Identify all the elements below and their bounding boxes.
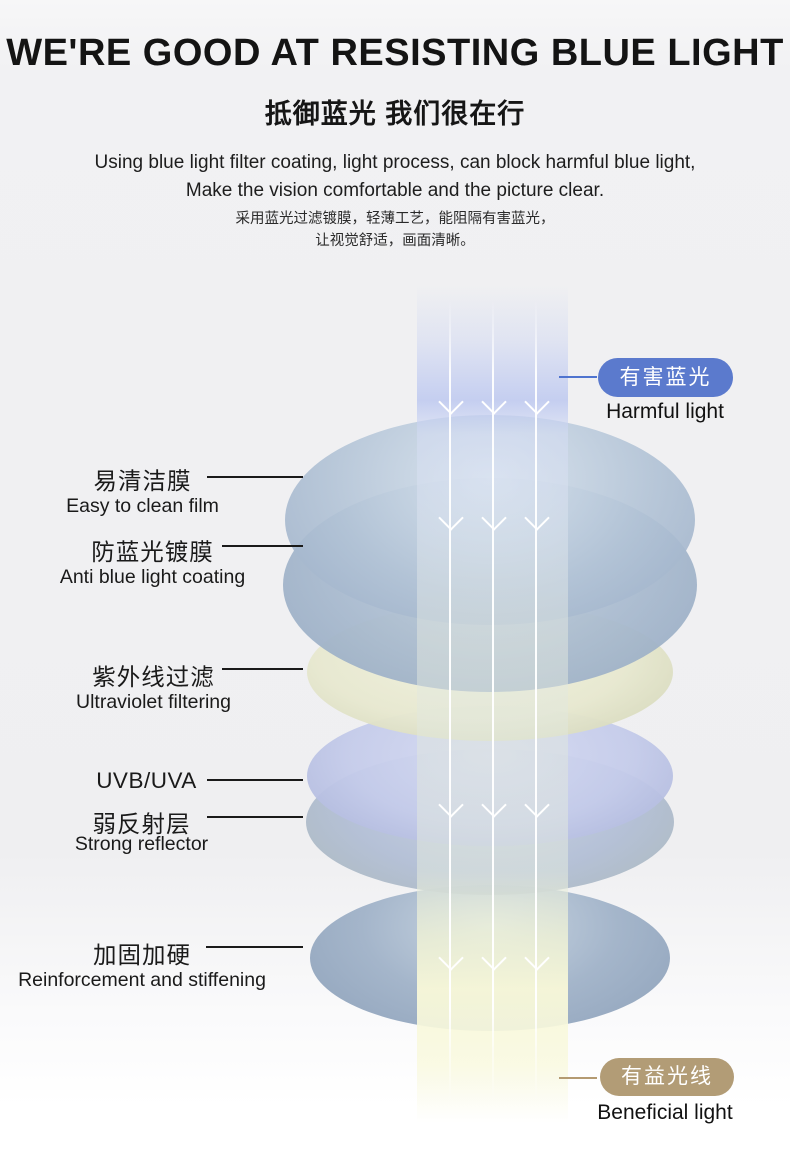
beneficial-light-label: Beneficial light — [597, 1101, 733, 1124]
connector-line — [207, 779, 303, 781]
light-ray-line — [449, 300, 451, 1105]
description-en: Using blue light filter coating, light p… — [0, 149, 790, 205]
beneficial-light-badge: 有益光线 — [600, 1058, 734, 1096]
label-en: Reinforcement and stiffening — [18, 969, 266, 991]
connector-line-harmful — [559, 376, 597, 378]
label-en: Easy to clean film — [66, 495, 219, 517]
description-cn-line2: 让视觉舒适，画面清晰。 — [315, 233, 475, 249]
label-cn: UVB/UVA — [96, 768, 197, 793]
harmful-light-badge: 有害蓝光 — [598, 358, 733, 397]
description-cn: 采用蓝光过滤镀膜，轻薄工艺，能阻隔有害蓝光， 让视觉舒适，画面清晰。 — [0, 208, 790, 252]
connector-line — [207, 816, 303, 818]
label-cn: 弱反射层 — [92, 811, 191, 837]
description-cn-line1: 采用蓝光过滤镀膜，轻薄工艺，能阻隔有害蓝光， — [235, 211, 555, 227]
label-en: Strong reflector — [74, 833, 209, 855]
harmful-light-label: Harmful light — [606, 400, 724, 423]
connector-line — [222, 545, 303, 547]
label-cn: 紫外线过滤 — [92, 664, 215, 690]
light-ray-line — [492, 300, 494, 1105]
connector-line — [206, 946, 303, 948]
subtitle-cn: 抵御蓝光 我们很在行 — [264, 99, 526, 129]
connector-line-beneficial — [559, 1077, 597, 1079]
label-en: Anti blue light coating — [59, 566, 246, 588]
description-en-line2: Make the vision comfortable and the pict… — [185, 180, 605, 201]
connector-line — [207, 476, 303, 478]
page-title: WE'RE GOOD AT RESISTING BLUE LIGHT — [6, 32, 784, 74]
label-cn: 防蓝光镀膜 — [91, 539, 214, 565]
label-en: Ultraviolet filtering — [76, 691, 231, 713]
light-ray-line — [535, 300, 537, 1105]
label-uv-filter: 紫外线过滤 Ultraviolet filtering — [26, 658, 281, 714]
label-weak-reflector: 弱反射层 Strong reflector — [14, 805, 269, 856]
label-uvb-uva: UVB/UVA — [19, 768, 274, 793]
label-reinforcement: 加固加硬 Reinforcement and stiffening — [2, 936, 282, 992]
description-en-line1: Using blue light filter coating, light p… — [94, 152, 696, 173]
label-cn: 易清洁膜 — [93, 468, 192, 494]
label-anti-blue-coating: 防蓝光镀膜 Anti blue light coating — [25, 533, 280, 589]
label-cn: 加固加硬 — [93, 942, 191, 968]
connector-line — [222, 668, 303, 670]
label-easy-clean-film: 易清洁膜 Easy to clean film — [15, 462, 270, 518]
